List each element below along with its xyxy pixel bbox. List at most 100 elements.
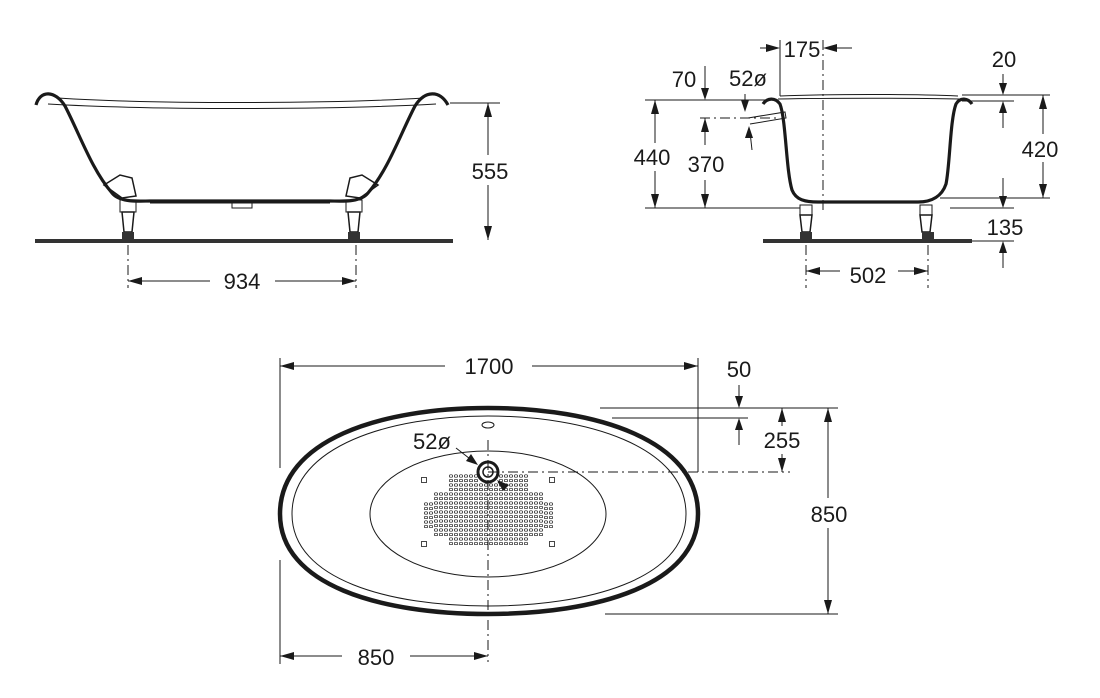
anti-slip-dot — [459, 528, 463, 532]
anti-slip-dot — [454, 487, 458, 492]
anti-slip-dot — [464, 501, 468, 505]
anti-slip-dot — [524, 487, 528, 492]
anti-slip-dot — [494, 487, 498, 492]
anti-slip-dot — [534, 496, 538, 501]
anti-slip-dot — [524, 478, 528, 483]
anti-slip-dot — [514, 528, 518, 532]
anti-slip-dot — [449, 523, 453, 528]
end-view-inner-depth-label: 420 — [1022, 137, 1059, 162]
anti-slip-dot — [459, 505, 463, 510]
anti-slip-dot — [444, 523, 448, 528]
anti-slip-dot — [474, 514, 478, 519]
anti-slip-dot — [479, 496, 483, 501]
anti-slip-dot — [514, 510, 518, 514]
anti-slip-dot — [504, 505, 508, 510]
anti-slip-dot — [464, 487, 468, 492]
anti-slip-dot — [459, 519, 463, 523]
anti-slip-dot — [429, 524, 433, 529]
anti-slip-dot — [479, 487, 483, 492]
anti-slip-dot — [539, 492, 543, 496]
anti-slip-dot — [504, 510, 508, 514]
anti-slip-dot — [534, 510, 538, 514]
anti-slip-dot — [489, 537, 493, 541]
anti-slip-dot — [469, 492, 473, 496]
anti-slip-dot — [474, 519, 478, 523]
anti-slip-dot — [524, 537, 528, 541]
anti-slip-dot — [524, 528, 528, 532]
anti-slip-dot — [544, 520, 548, 524]
anti-slip-dot — [509, 505, 513, 510]
anti-slip-dot — [509, 537, 513, 541]
anti-slip-dot — [444, 496, 448, 501]
anti-slip-dot — [489, 510, 493, 514]
anti-slip-dot — [424, 520, 428, 524]
anti-slip-dot — [469, 519, 473, 523]
anti-slip-dot — [469, 532, 473, 537]
anti-slip-dot — [524, 492, 528, 496]
anti-slip-dot — [464, 478, 468, 483]
anti-slip-dot — [534, 519, 538, 523]
anti-slip-dot — [434, 492, 438, 496]
anti-slip-dot — [539, 519, 543, 523]
anti-slip-dot — [514, 523, 518, 528]
plan-view-drain-diameter-label: 52ø — [413, 429, 451, 454]
anti-slip-dot — [424, 524, 428, 529]
anti-slip-dot — [494, 528, 498, 532]
anti-slip-dot — [464, 528, 468, 532]
plan-view-drain-offset-label: 255 — [764, 428, 801, 453]
anti-slip-dot — [529, 514, 533, 519]
anti-slip-dot — [424, 506, 428, 511]
anti-slip-dot — [484, 514, 488, 519]
anti-slip-dot — [439, 519, 443, 523]
side-view-right-foot — [345, 174, 380, 240]
anti-slip-dot — [504, 514, 508, 519]
anti-slip-dot — [504, 501, 508, 505]
anti-slip-dot — [494, 496, 498, 501]
plan-view-drain-position-label: 850 — [358, 645, 395, 670]
plan-view-width-label: 850 — [811, 502, 848, 527]
anti-slip-dot — [444, 514, 448, 519]
anti-slip-dot — [439, 496, 443, 501]
anti-slip-dot — [484, 501, 488, 505]
anti-slip-dot — [474, 537, 478, 541]
end-view-overflow-offset-label: 175 — [784, 37, 821, 62]
anti-slip-dot — [504, 496, 508, 501]
anti-slip-dot — [474, 523, 478, 528]
anti-slip-dot — [469, 501, 473, 505]
anti-slip-dot — [524, 514, 528, 519]
anti-slip-dot — [459, 514, 463, 519]
anti-slip-dot — [539, 528, 543, 532]
anti-slip-dot — [514, 514, 518, 519]
anti-slip-dot — [479, 501, 483, 505]
anti-slip-dot — [499, 519, 503, 523]
end-view-overflow-height-label: 370 — [688, 152, 725, 177]
anti-slip-dot — [539, 510, 543, 514]
plan-view-overflow-inset-label: 50 — [727, 357, 751, 382]
anti-slip-dot — [489, 483, 493, 487]
anti-slip-dot — [549, 524, 553, 529]
end-view-overflow-diameter-label: 52ø — [729, 66, 767, 91]
anti-slip-dot — [519, 492, 523, 496]
anti-slip-dot — [489, 541, 493, 546]
anti-slip-dot — [464, 496, 468, 501]
anti-slip-dot — [514, 474, 518, 478]
anti-slip-dot — [509, 478, 513, 483]
end-view-rim-line — [779, 94, 959, 97]
anti-slip-dot — [489, 523, 493, 528]
end-view-rim-thickness-label: 20 — [992, 47, 1016, 72]
anti-slip-dot — [464, 514, 468, 519]
anti-slip-dot — [509, 487, 513, 492]
anti-slip-dot — [464, 537, 468, 541]
anti-slip-dot — [544, 502, 548, 506]
anti-slip-dot — [469, 474, 473, 478]
anti-slip-dot — [504, 528, 508, 532]
anti-slip-dot — [489, 519, 493, 523]
anti-slip-dot — [519, 478, 523, 483]
anti-slip-dot — [514, 492, 518, 496]
anti-slip-dot — [434, 523, 438, 528]
anti-slip-dot — [484, 528, 488, 532]
plan-view-length-label: 1700 — [465, 354, 514, 379]
anti-slip-dot — [434, 505, 438, 510]
anti-slip-dot — [509, 514, 513, 519]
